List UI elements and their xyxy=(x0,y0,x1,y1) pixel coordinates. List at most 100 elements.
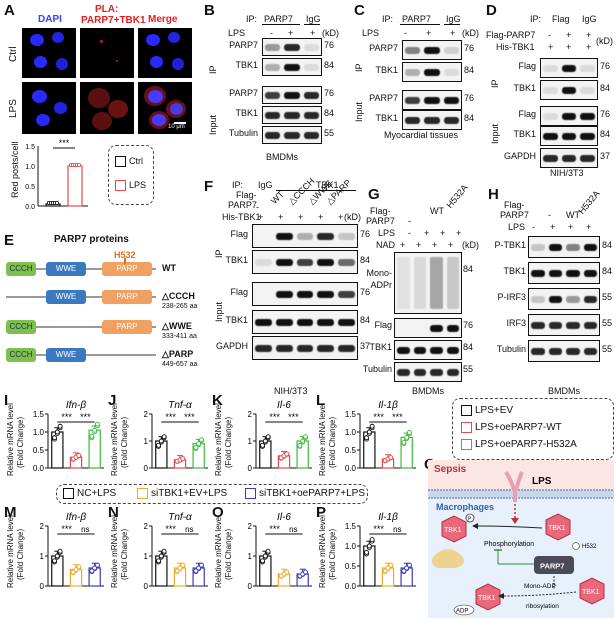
panel-label-o: O xyxy=(212,504,224,521)
chart-p: 0.00.51.01.5Il-1β***ns xyxy=(345,512,416,591)
d-his-tbk1: His-TBK1 xyxy=(496,42,535,52)
h-row-label: P-TBK1 xyxy=(494,240,526,250)
y-tick-label: 0.5 xyxy=(345,446,357,455)
f-band xyxy=(296,232,314,240)
panel-label-g: G xyxy=(368,186,380,203)
f-band xyxy=(338,258,355,266)
data-point xyxy=(260,442,265,448)
g-kd: (kD) xyxy=(462,240,479,250)
g-blot-row-3 xyxy=(394,362,462,382)
b-caption: BMDMs xyxy=(266,152,298,162)
f-his: His-TBK1 xyxy=(222,212,261,222)
h-flag: Flag- xyxy=(504,200,525,210)
c-ip: IP: xyxy=(382,14,394,24)
d-band xyxy=(561,64,577,72)
g-band xyxy=(413,346,426,354)
significance-label: *** xyxy=(373,412,384,422)
y-tick-label: 1.0 xyxy=(345,542,357,551)
f-band xyxy=(338,290,355,298)
f-band xyxy=(338,318,355,326)
h-band xyxy=(583,269,597,277)
d-row-label: TBK1 xyxy=(513,83,536,93)
d-band xyxy=(561,112,577,120)
y-tick-label: 1 xyxy=(248,552,253,561)
d-ip: IP: xyxy=(530,14,542,24)
data-point xyxy=(199,562,204,568)
data-point xyxy=(265,548,271,554)
a-ytick: 0.0 xyxy=(25,204,35,211)
chart-title: Il-6 xyxy=(277,400,291,411)
g-band xyxy=(446,257,459,309)
data-point xyxy=(161,434,167,440)
significance-label: ns xyxy=(81,525,89,534)
f-caption: NIH/3T3 xyxy=(274,386,308,396)
h-row-label: P-IRF3 xyxy=(497,292,526,302)
f-his-plus: + xyxy=(318,212,324,222)
e-ccch-domain: CCCH xyxy=(6,262,36,276)
f-band xyxy=(275,232,293,240)
h-parp7: PARP7 xyxy=(500,210,529,220)
data-point xyxy=(366,543,372,549)
d-mw: 76 xyxy=(600,109,611,119)
ylabel2-o: (Fold Change) xyxy=(224,528,233,580)
data-point xyxy=(199,437,204,443)
y-tick-label: 0 xyxy=(248,464,253,473)
q-h532: H532 xyxy=(582,544,597,550)
q-ribo: ribosylation xyxy=(526,603,559,610)
h-band xyxy=(531,295,545,303)
f-blot-row-2 xyxy=(252,282,358,306)
f-band xyxy=(255,258,272,266)
data-point xyxy=(52,558,57,564)
legend-a-ctrl: Ctrl xyxy=(129,156,143,166)
f-tbk1: TBK1 xyxy=(316,180,339,190)
d-band xyxy=(543,86,558,94)
f-band xyxy=(255,344,272,352)
y-tick-label: 1 xyxy=(144,437,149,446)
panel-label-m: M xyxy=(4,504,17,521)
h-row-label: IRF3 xyxy=(506,318,526,328)
b-row-label: TBK1 xyxy=(235,60,258,70)
data-point xyxy=(284,569,290,575)
q-adp xyxy=(453,604,475,616)
data-point xyxy=(303,569,308,575)
data-point xyxy=(76,564,82,570)
legend-bottom: NC+LPS siTBK1+EV+LPS siTBK1+oePARP7+LPS xyxy=(56,484,368,504)
significance-label: *** xyxy=(61,412,72,422)
d-band xyxy=(543,132,558,140)
d-mw: 76 xyxy=(600,61,611,71)
f-his-plus: + xyxy=(298,212,304,222)
f-row-label: Flag xyxy=(230,229,248,239)
f-mw: 37 xyxy=(360,341,371,351)
significance-label: ns xyxy=(185,525,193,534)
h-h532a: H532A xyxy=(576,188,602,216)
g-mw: 84 xyxy=(463,264,474,274)
h-mw: 55 xyxy=(602,318,613,328)
b-lps: LPS xyxy=(228,28,246,38)
data-point xyxy=(76,453,82,458)
data-point xyxy=(95,562,100,568)
d-row-label: Flag xyxy=(518,109,536,119)
ylabel2-j: (Fold Change) xyxy=(120,416,129,468)
b-band xyxy=(265,63,281,71)
micrograph-ctrl-merge xyxy=(138,28,192,78)
f-flag: Flag- xyxy=(236,190,257,200)
f-blot-row-0 xyxy=(252,224,358,248)
legend-bottom-1: NC+LPS xyxy=(77,488,117,500)
f-parp7: PARP7 xyxy=(228,200,257,210)
bar-chart-a: 0.00.51.01.5*** xyxy=(25,138,88,211)
g-band xyxy=(397,346,410,354)
data-point xyxy=(265,434,271,440)
h-band xyxy=(566,243,580,251)
b-igg: IgG xyxy=(306,14,321,24)
data-point xyxy=(158,553,164,559)
c-band xyxy=(443,116,459,124)
ylabel-l: Relative mRNA level xyxy=(318,403,327,476)
merge-label: Merge xyxy=(148,14,178,25)
chart-title: Ifn-β xyxy=(66,400,86,411)
data-point xyxy=(303,434,308,440)
significance-label: *** xyxy=(165,524,176,534)
c-band xyxy=(443,96,459,104)
f-blot-row-3 xyxy=(252,310,358,334)
y-tick-label: 2 xyxy=(144,410,149,419)
